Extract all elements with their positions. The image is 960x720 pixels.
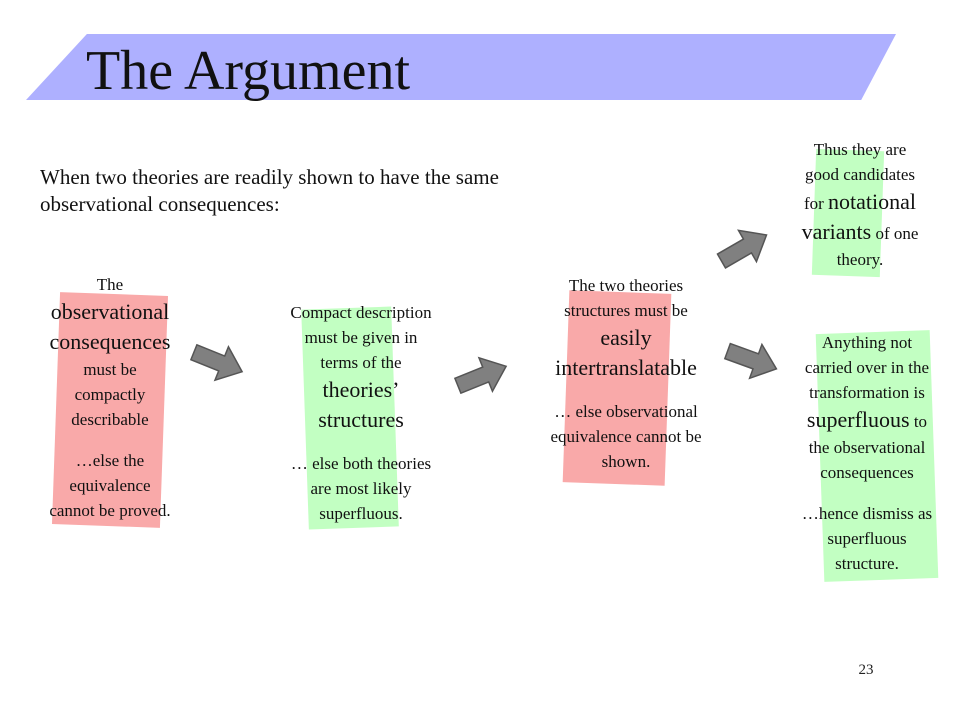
- box2-tail: are most likely: [310, 479, 412, 498]
- title-band: [26, 34, 896, 100]
- box4-line: Thus they are: [813, 140, 907, 159]
- box3-emphasis: easily: [600, 325, 652, 350]
- box1-emphasis: observational: [50, 299, 170, 324]
- page-number: 23: [858, 662, 874, 678]
- box5-line: transformation is: [809, 383, 925, 402]
- slide-title: The Argument: [86, 40, 411, 102]
- box5-line: to: [913, 412, 928, 431]
- block-arrow-icon: [723, 342, 778, 380]
- box2-lead: must be given in: [304, 328, 418, 347]
- box3-tail: equivalence cannot be: [550, 427, 702, 446]
- box1-body: compactly: [74, 385, 146, 404]
- box1-lead: The: [96, 275, 124, 294]
- box4-line: good candidates: [805, 165, 915, 184]
- box1-tail: …else the: [75, 451, 145, 470]
- box2-lead: Compact description: [290, 303, 432, 322]
- box2-lead: terms of the: [320, 353, 402, 372]
- box5-emphasis: superfluous: [806, 407, 910, 432]
- box3-emphasis: intertranslatable: [555, 355, 697, 380]
- box-superfluous: Anything not carried over in the transfo…: [774, 330, 960, 576]
- box-notational-variants: Thus they are good candidates for notati…: [770, 137, 950, 272]
- box4-emphasis: notational: [828, 189, 917, 214]
- box3-tail: shown.: [601, 452, 651, 471]
- box4-line: theory.: [836, 250, 884, 269]
- box3-tail: … else observational: [554, 402, 698, 421]
- box5-tail: superfluous: [827, 529, 907, 548]
- box4-line: of one: [875, 224, 919, 243]
- box1-body: must be: [83, 360, 137, 379]
- box2-emphasis: structures: [318, 407, 404, 432]
- box5-tail: structure.: [835, 554, 899, 573]
- box2-tail: superfluous.: [319, 504, 403, 523]
- box1-tail: equivalence: [69, 476, 151, 495]
- box5-line: the observational: [808, 438, 926, 457]
- box2-tail: … else both theories: [290, 454, 432, 473]
- box-compact-description: Compact description must be given in ter…: [258, 300, 464, 526]
- intro-text: When two theories are readily shown to h…: [40, 165, 499, 216]
- box3-lead: structures must be: [564, 301, 688, 320]
- box1-emphasis: consequences: [49, 329, 171, 354]
- box4-line: for: [803, 194, 824, 213]
- box5-tail: …hence dismiss as: [801, 504, 933, 523]
- block-arrow-icon: [716, 229, 768, 269]
- box1-tail: cannot be proved.: [49, 501, 171, 520]
- box5-line: carried over in the: [804, 358, 930, 377]
- box5-line: consequences: [820, 463, 914, 482]
- box-observational-consequences: The observational consequences must be c…: [20, 272, 200, 523]
- box1-body: describable: [71, 410, 149, 429]
- box2-emphasis: theories’: [322, 377, 400, 402]
- box5-line: Anything not: [821, 333, 913, 352]
- block-arrow-icon: [453, 356, 508, 395]
- box4-emphasis: variants: [801, 219, 872, 244]
- box3-lead: The two theories: [568, 276, 684, 295]
- box-intertranslatable: The two theories structures must be easi…: [520, 273, 732, 474]
- block-arrow-icon: [189, 343, 244, 382]
